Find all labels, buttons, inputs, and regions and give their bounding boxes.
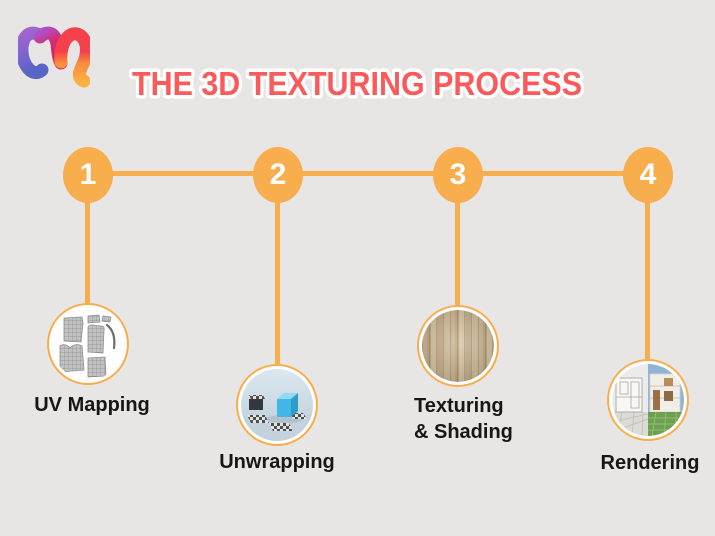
timeline-horizontal-line bbox=[88, 171, 648, 176]
step-3-thumbnail bbox=[417, 305, 499, 387]
step-2-number-badge: 2 bbox=[253, 147, 303, 203]
step-2-number: 2 bbox=[269, 158, 287, 191]
step-3-label: Texturing & Shading bbox=[414, 395, 513, 443]
page-title-text: THE 3D TEXTURING PROCESS bbox=[132, 65, 582, 102]
uv-map-illustration bbox=[52, 308, 124, 380]
step-3-number-badge: 3 bbox=[433, 147, 483, 203]
page-title: THE 3D TEXTURING PROCESS bbox=[129, 62, 586, 106]
step-3-connector-line bbox=[455, 200, 460, 306]
marble-texture-illustration bbox=[422, 310, 494, 382]
step-1-thumbnail bbox=[47, 303, 129, 385]
step-3-number: 3 bbox=[449, 158, 467, 191]
step-1-label: UV Mapping bbox=[34, 394, 150, 416]
step-4-number: 4 bbox=[639, 158, 657, 191]
step-2-connector-line bbox=[275, 200, 280, 365]
step-4-label: Rendering bbox=[600, 452, 700, 474]
step-4-thumbnail bbox=[607, 359, 689, 441]
step-2-thumbnail bbox=[236, 364, 318, 446]
unwrapping-illustration bbox=[241, 369, 313, 441]
step-4-number-badge: 4 bbox=[623, 147, 673, 203]
step-1-number: 1 bbox=[79, 158, 97, 191]
m-ribbon-logo-icon bbox=[18, 26, 90, 88]
step-4-connector-line bbox=[645, 200, 650, 360]
rendering-illustration bbox=[612, 364, 684, 436]
step-1-connector-line bbox=[85, 200, 90, 304]
step-1-number-badge: 1 bbox=[63, 147, 113, 203]
step-2-label: Unwrapping bbox=[219, 451, 335, 473]
